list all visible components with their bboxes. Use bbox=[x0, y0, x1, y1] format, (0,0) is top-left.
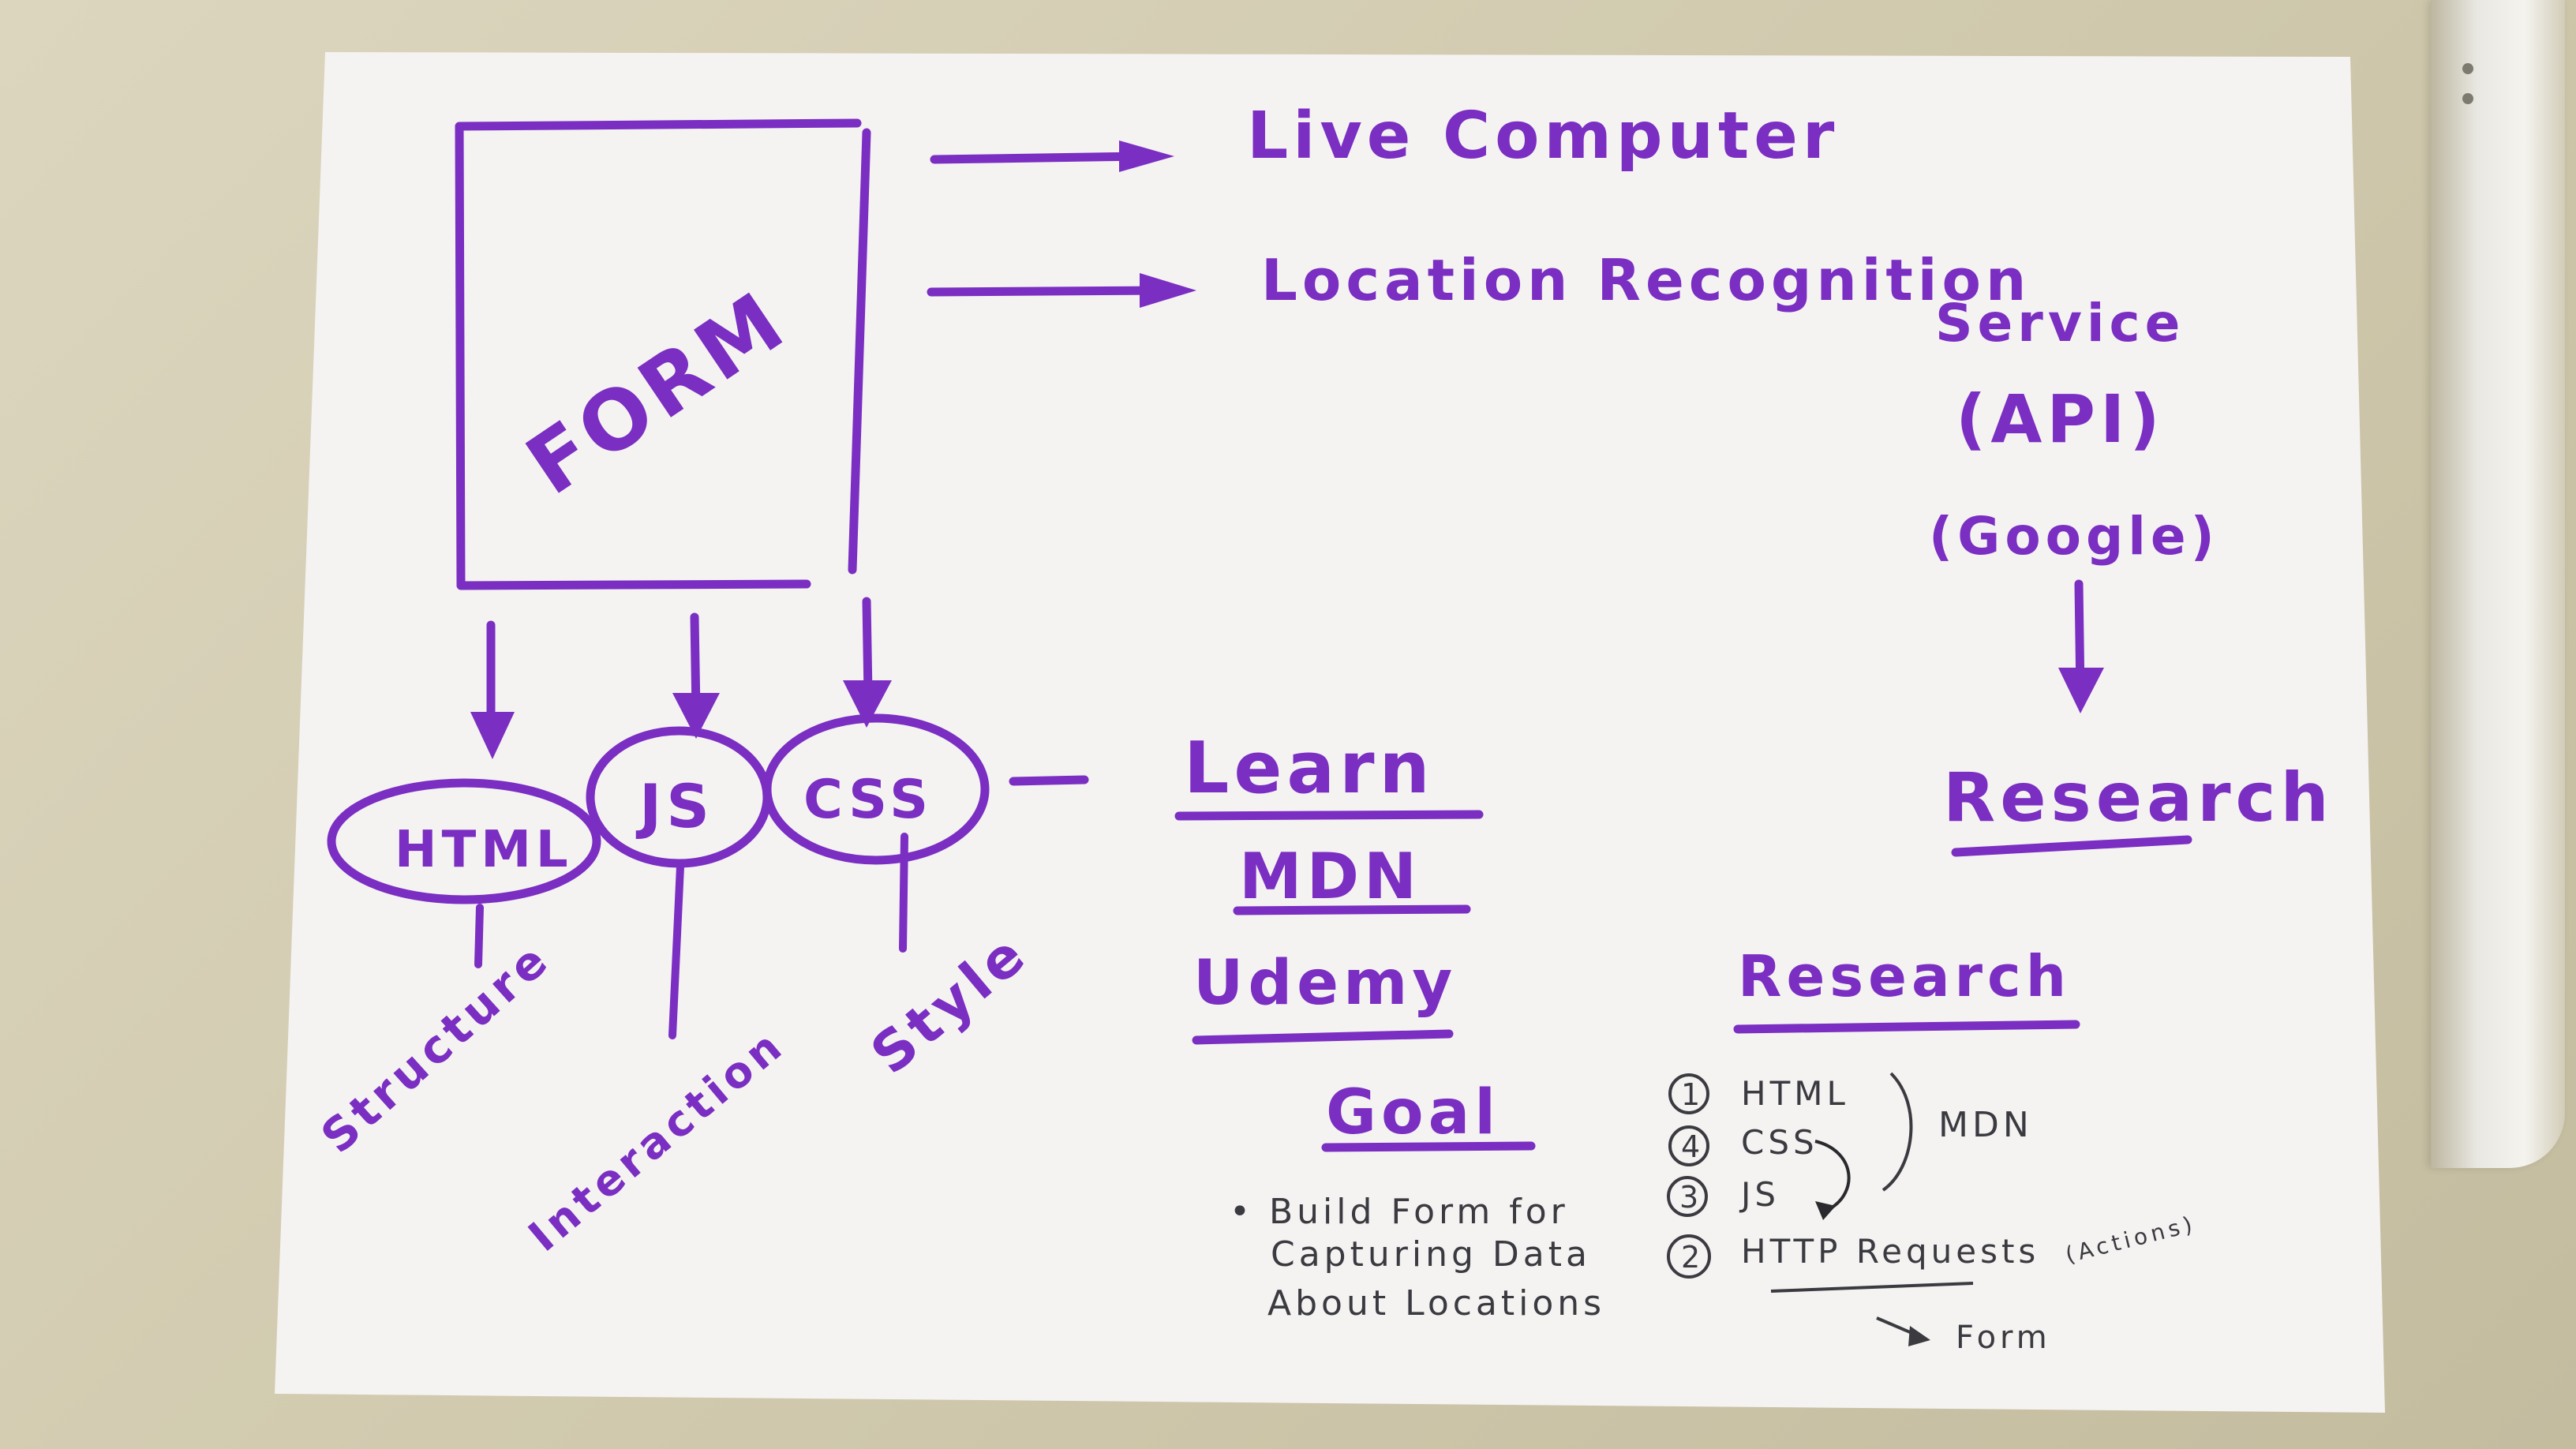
research-item: 2 HTTP Requests bbox=[1667, 1232, 2039, 1279]
form-note-label: Form bbox=[1956, 1320, 2051, 1356]
item-label: CSS bbox=[1741, 1123, 1818, 1162]
arrowhead-location bbox=[1140, 273, 1196, 308]
item-number-circle bbox=[1668, 1125, 1709, 1166]
device-button bbox=[2462, 93, 2473, 104]
css-label: CSS bbox=[803, 769, 933, 831]
paper-sheet bbox=[275, 52, 2385, 1413]
device-button bbox=[2462, 63, 2473, 74]
mdn-bracket-label: MDN bbox=[1938, 1105, 2033, 1145]
css-to-learn-line bbox=[1009, 775, 1089, 786]
item-label: HTML bbox=[1741, 1074, 1849, 1113]
arrowhead-html bbox=[470, 712, 515, 759]
api-label: (API) bbox=[1956, 380, 2165, 458]
html-label: HTML bbox=[395, 821, 573, 879]
research-item: 1 HTML bbox=[1668, 1073, 1849, 1114]
location-recognition-label: Location Recognition bbox=[1261, 247, 2031, 313]
goal-line-2: Capturing Data bbox=[1271, 1234, 1591, 1275]
service-label: Service bbox=[1935, 293, 2185, 354]
item-number: 4 bbox=[1681, 1129, 1704, 1164]
arrow-location bbox=[927, 286, 1170, 297]
item-number: 2 bbox=[1681, 1240, 1704, 1275]
arrowhead-research bbox=[2058, 668, 2104, 713]
research-list-heading: Research bbox=[1738, 943, 2071, 1009]
item-number: 1 bbox=[1681, 1077, 1704, 1112]
arrowhead-js bbox=[672, 693, 720, 739]
css-ellipse bbox=[762, 713, 990, 865]
research-item: 3 JS bbox=[1667, 1175, 1780, 1217]
goal-line-3: About Locations bbox=[1267, 1283, 1605, 1324]
learn-heading: Learn bbox=[1184, 727, 1435, 810]
html-structure-line bbox=[474, 904, 484, 968]
udemy-underline bbox=[1192, 1029, 1454, 1045]
goal-line-1: • Build Form for bbox=[1230, 1192, 1569, 1232]
item-number-circle bbox=[1667, 1234, 1711, 1279]
mdn-underline bbox=[1233, 904, 1471, 915]
arrowhead-live-computer bbox=[1119, 140, 1174, 172]
arrow-live-computer bbox=[930, 152, 1149, 164]
learn-underline bbox=[1174, 810, 1484, 821]
goal-underline bbox=[1321, 1141, 1536, 1152]
item-number-circle bbox=[1667, 1176, 1708, 1217]
device-edge bbox=[2431, 0, 2565, 1168]
learn-item-mdn: MDN bbox=[1239, 840, 1421, 913]
research-top-underline bbox=[1951, 835, 2192, 857]
form-box bbox=[455, 118, 871, 590]
html-ellipse bbox=[327, 778, 601, 904]
js-interaction-line bbox=[668, 863, 684, 1039]
learn-item-udemy: Udemy bbox=[1193, 948, 1457, 1019]
item-label: JS bbox=[1739, 1175, 1780, 1214]
arrowhead-css bbox=[843, 680, 892, 728]
item-label: HTTP Requests bbox=[1741, 1232, 2039, 1271]
form-note-arrowhead bbox=[1908, 1326, 1930, 1346]
arrow-to-css bbox=[862, 597, 873, 699]
css-style-line bbox=[899, 833, 908, 953]
research-list-underline bbox=[1733, 1020, 2080, 1034]
research-top-label: Research bbox=[1943, 758, 2334, 837]
item-number: 3 bbox=[1679, 1180, 1702, 1215]
mdn-bracket bbox=[1881, 1072, 1913, 1192]
curve-arrowhead bbox=[1815, 1201, 1836, 1220]
goal-heading: Goal bbox=[1326, 1077, 1500, 1148]
http-requests-underline bbox=[1770, 1282, 1974, 1293]
live-computer-label: Live Computer bbox=[1247, 99, 1839, 174]
js-label: JS bbox=[635, 771, 714, 841]
css-to-js-curve-arrow bbox=[1814, 1140, 1851, 1211]
google-label: (Google) bbox=[1929, 506, 2219, 567]
research-item: 4 CSS bbox=[1668, 1123, 1818, 1166]
item-number-circle bbox=[1668, 1073, 1709, 1114]
